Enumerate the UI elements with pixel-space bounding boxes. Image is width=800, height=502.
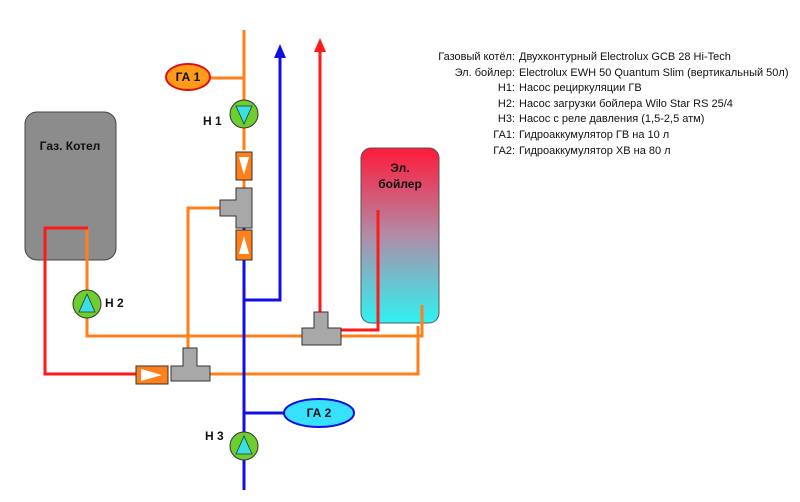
tee-fitting-lower xyxy=(170,347,211,382)
legend-value: Двухконтурный Electrolux GCB 28 Hi-Tech xyxy=(519,51,731,63)
legend-value: Гидроаккумулятор ХВ на 80 л xyxy=(519,144,671,157)
tee-fitting-boiler xyxy=(301,311,342,346)
check-valve-upper xyxy=(235,151,253,181)
legend-key: Н1: xyxy=(497,82,515,95)
accumulator-ga1-wide xyxy=(165,63,211,91)
legend-key: Эл. бойлер: xyxy=(454,66,515,79)
legend-row: ГА1: Гидроаккумулятор ГВ на 10 л xyxy=(425,128,789,144)
legend: Газовый котёл: Двухконтурный Electrolux … xyxy=(425,50,789,160)
gas-boiler-label: Газ. Котел xyxy=(40,139,101,153)
electric-boiler-label-line2: бойлер xyxy=(378,177,422,191)
gas-boiler xyxy=(24,111,117,261)
hot-water-pipes xyxy=(43,50,380,376)
electric-boiler-label-line1: Эл. xyxy=(390,161,409,175)
cold-water-outlet-arrow xyxy=(274,44,286,58)
legend-key: Н3: xyxy=(497,113,515,126)
legend-key: Н2: xyxy=(497,97,515,110)
pump-h2 xyxy=(72,289,102,319)
legend-value: Насос с реле давления (1,5-2,5 атм) xyxy=(519,113,705,126)
pump-h1 xyxy=(229,99,259,129)
legend-value: Гидроаккумулятор ГВ на 10 л xyxy=(519,128,670,141)
legend-value: Насос рециркуляции ГВ xyxy=(519,82,642,95)
pump-h2-label: Н 2 xyxy=(105,296,124,310)
tee-fitting-upper xyxy=(219,187,253,229)
legend-row: Н1: Насос рециркуляции ГВ xyxy=(425,81,789,97)
ga2-label: ГА 2 xyxy=(307,406,332,420)
legend-row: Н3: Насос с реле давления (1,5-2,5 атм) xyxy=(425,112,789,128)
pump-h3 xyxy=(229,431,259,461)
accumulator-ga2 xyxy=(283,398,355,428)
legend-key: Газовый котёл: xyxy=(438,51,515,63)
check-valve-middle xyxy=(235,229,253,261)
legend-value: Насос загрузки бойлера Wilo Star RS 25/4 xyxy=(519,97,733,110)
legend-value: Electrolux EWH 50 Quantum Slim (вертикал… xyxy=(519,66,789,79)
hot-water-outlet-arrow xyxy=(314,38,326,52)
legend-row: Газовый котёл: Двухконтурный Electrolux … xyxy=(425,50,789,66)
legend-row: ГА2: Гидроаккумулятор ХВ на 80 л xyxy=(425,144,789,160)
electric-boiler xyxy=(360,147,440,324)
legend-row: Н2: Насос загрузки бойлера Wilo Star RS … xyxy=(425,97,789,113)
check-valve-lower xyxy=(135,365,169,385)
legend-row: Эл. бойлер: Electrolux EWH 50 Quantum Sl… xyxy=(425,66,789,82)
legend-key: ГА2: xyxy=(493,144,515,157)
pump-h3-label: Н 3 xyxy=(205,429,224,443)
legend-key: ГА1: xyxy=(493,128,515,141)
ga1-label: ГА 1 xyxy=(176,70,201,84)
pump-h1-label: Н 1 xyxy=(203,114,222,128)
